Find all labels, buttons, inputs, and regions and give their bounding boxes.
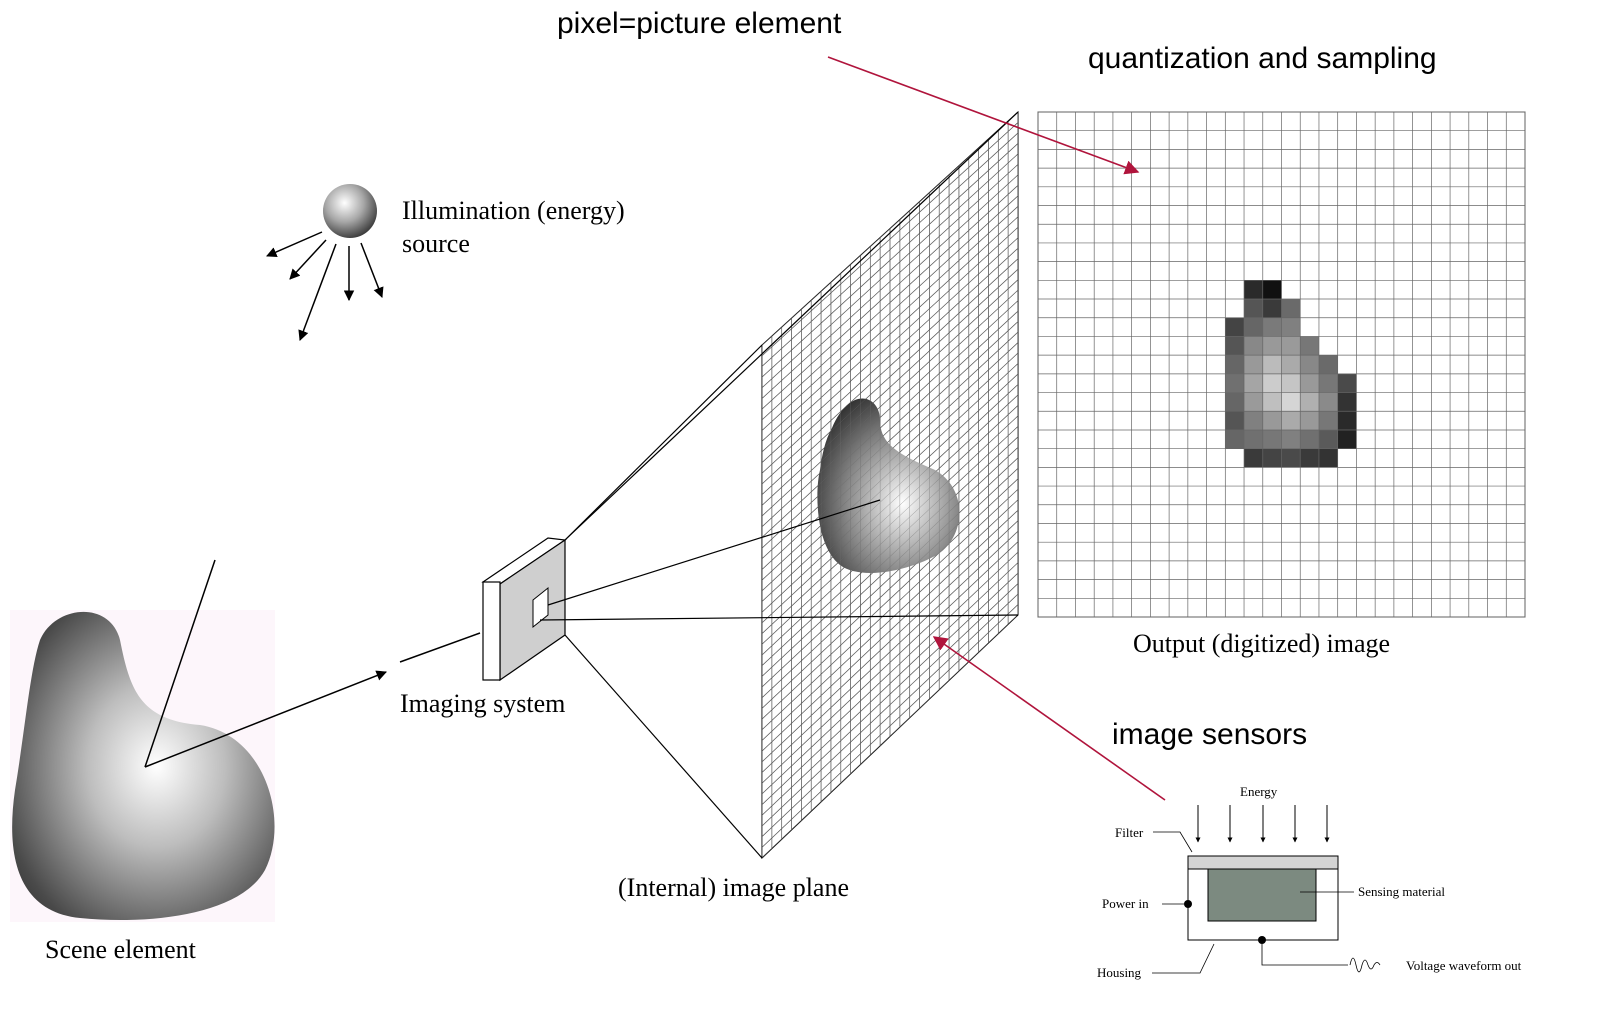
sensor-filter [1187,855,1339,870]
output-image [1037,111,1526,618]
sensor-energy-label: Energy [1240,784,1278,799]
sensor-annotation-arrow [932,636,1166,801]
output-image-label: Output (digitized) image [1133,629,1390,658]
sensor-diagram [1152,805,1381,974]
sensor-material-label: Sensing material [1358,884,1445,899]
illumination-label-2: source [402,229,470,258]
quantization-annotation: quantization and sampling [1088,42,1437,75]
sensor-power-label: Power in [1102,896,1149,911]
sensor-voltage-label: Voltage waveform out [1406,958,1522,973]
pixel-annotation: pixel=picture element [557,7,842,40]
light-sphere-icon [323,184,377,238]
imaging-system [481,537,567,682]
sensors-annotation: image sensors [1112,718,1307,751]
illumination-source [266,184,384,341]
pixel-annotation-arrow [827,56,1140,175]
image-plane [761,110,1019,860]
plane-blob [817,398,960,573]
scene-element [10,610,275,922]
imaging-system-label: Imaging system [400,689,565,718]
illumination-label: Illumination (energy) [402,196,625,225]
scene-element-label: Scene element [45,935,197,964]
sensor-filter-label: Filter [1115,825,1144,840]
image-plane-label: (Internal) image plane [618,873,849,902]
sensing-material [1207,868,1317,922]
scene-blob [12,611,275,921]
sensor-housing-label: Housing [1097,965,1142,980]
